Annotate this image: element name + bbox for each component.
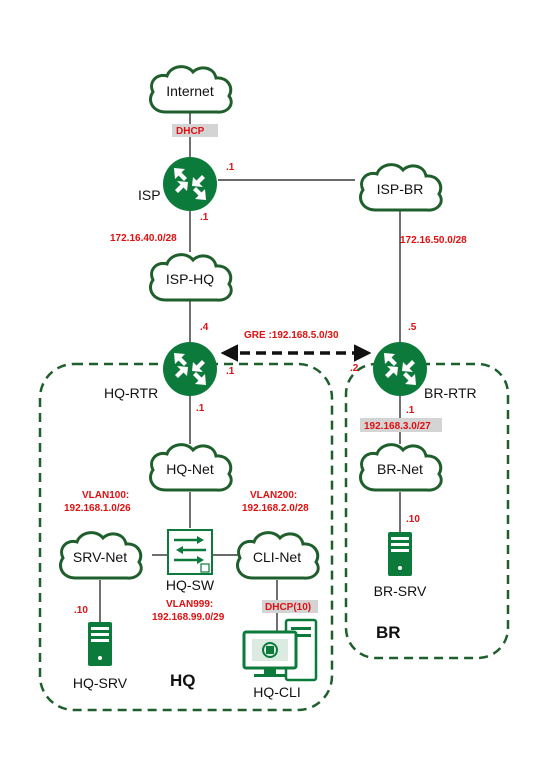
cloud-srv-net[interactable]: SRV-Net bbox=[59, 531, 143, 580]
br-rtr-label: BR-RTR bbox=[424, 385, 477, 401]
vlan999-label: VLAN999: bbox=[166, 599, 213, 610]
zone-br-label: BR bbox=[376, 623, 401, 642]
hq-sw-label: HQ-SW bbox=[166, 577, 215, 593]
isp-label: ISP bbox=[138, 187, 161, 203]
server-icon bbox=[88, 622, 112, 666]
br-lan-label: 192.168.3.0/27 bbox=[364, 421, 431, 432]
hq-rtr-lan-label: .1 bbox=[196, 403, 205, 414]
isp-hq-addr-label: .1 bbox=[200, 212, 209, 223]
server-hq-srv[interactable]: HQ-SRV bbox=[73, 622, 128, 691]
net-isp-hq-label: 172.16.40.0/28 bbox=[110, 233, 177, 244]
zone-hq-label: HQ bbox=[170, 671, 196, 690]
br-net-label: BR-Net bbox=[377, 461, 423, 477]
client-hq-cli[interactable]: HQ-CLI bbox=[242, 618, 318, 700]
vlan100-label: VLAN100: bbox=[82, 490, 129, 501]
router-icon bbox=[163, 342, 217, 396]
cloud-isp-hq[interactable]: ISP-HQ bbox=[149, 253, 233, 302]
switch-hq-sw[interactable]: HQ-SW bbox=[166, 529, 215, 593]
cloud-isp-br[interactable]: ISP-BR bbox=[359, 163, 443, 212]
switch-icon bbox=[167, 529, 213, 575]
vlan200-net-label: 192.168.2.0/28 bbox=[242, 503, 309, 514]
server-icon bbox=[388, 532, 412, 576]
net-isp-br-label: 172.16.50.0/28 bbox=[400, 235, 467, 246]
br-rtr-tun-label: .2 bbox=[350, 363, 359, 374]
internet-label: Internet bbox=[166, 83, 214, 99]
hq-srv-addr-label: .10 bbox=[74, 605, 88, 616]
cloud-hq-net[interactable]: HQ-Net bbox=[149, 443, 233, 492]
hq-rtr-label: HQ-RTR bbox=[104, 385, 158, 401]
router-isp[interactable]: ISP bbox=[138, 157, 217, 211]
hq-net-label: HQ-Net bbox=[166, 461, 214, 477]
dhcp-isp-label: DHCP bbox=[176, 126, 205, 137]
vlan999-net-label: 192.168.99.0/29 bbox=[152, 612, 225, 623]
srv-net-label: SRV-Net bbox=[73, 549, 127, 565]
cloud-internet[interactable]: Internet bbox=[149, 65, 233, 114]
router-hq-rtr[interactable]: HQ-RTR bbox=[104, 342, 217, 401]
vlan100-net-label: 192.168.1.0/26 bbox=[64, 503, 131, 514]
isp-br-addr-label: .1 bbox=[226, 162, 235, 173]
vlan200-label: VLAN200: bbox=[250, 490, 297, 501]
isp-br-label: ISP-BR bbox=[377, 181, 424, 197]
cli-net-label: CLI-Net bbox=[253, 549, 301, 565]
br-rtr-lan-label: .1 bbox=[406, 405, 415, 416]
router-icon bbox=[373, 342, 427, 396]
hq-rtr-wan-label: .4 bbox=[200, 322, 209, 333]
dhcp-cli-label: DHCP(10) bbox=[265, 602, 311, 613]
gre-label: GRE :192.168.5.0/30 bbox=[244, 330, 339, 341]
br-srv-label: BR-SRV bbox=[374, 583, 427, 599]
cloud-cli-net[interactable]: CLI-Net bbox=[236, 531, 320, 580]
hq-srv-label: HQ-SRV bbox=[73, 675, 128, 691]
hq-cli-label: HQ-CLI bbox=[253, 684, 300, 700]
br-rtr-wan-label: .5 bbox=[408, 322, 417, 333]
router-br-rtr[interactable]: BR-RTR bbox=[373, 342, 477, 401]
br-srv-addr-label: .10 bbox=[406, 514, 420, 525]
hq-rtr-tun-label: .1 bbox=[226, 366, 235, 377]
isp-hq-label: ISP-HQ bbox=[166, 271, 214, 287]
router-icon bbox=[163, 157, 217, 211]
cloud-br-net[interactable]: BR-Net bbox=[359, 443, 443, 492]
label-bg bbox=[262, 600, 318, 613]
label-bg bbox=[360, 418, 442, 432]
label-bg bbox=[172, 124, 218, 137]
server-br-srv[interactable]: BR-SRV bbox=[374, 532, 427, 599]
workstation-icon bbox=[242, 618, 318, 682]
br-zone-outline bbox=[344, 362, 510, 660]
